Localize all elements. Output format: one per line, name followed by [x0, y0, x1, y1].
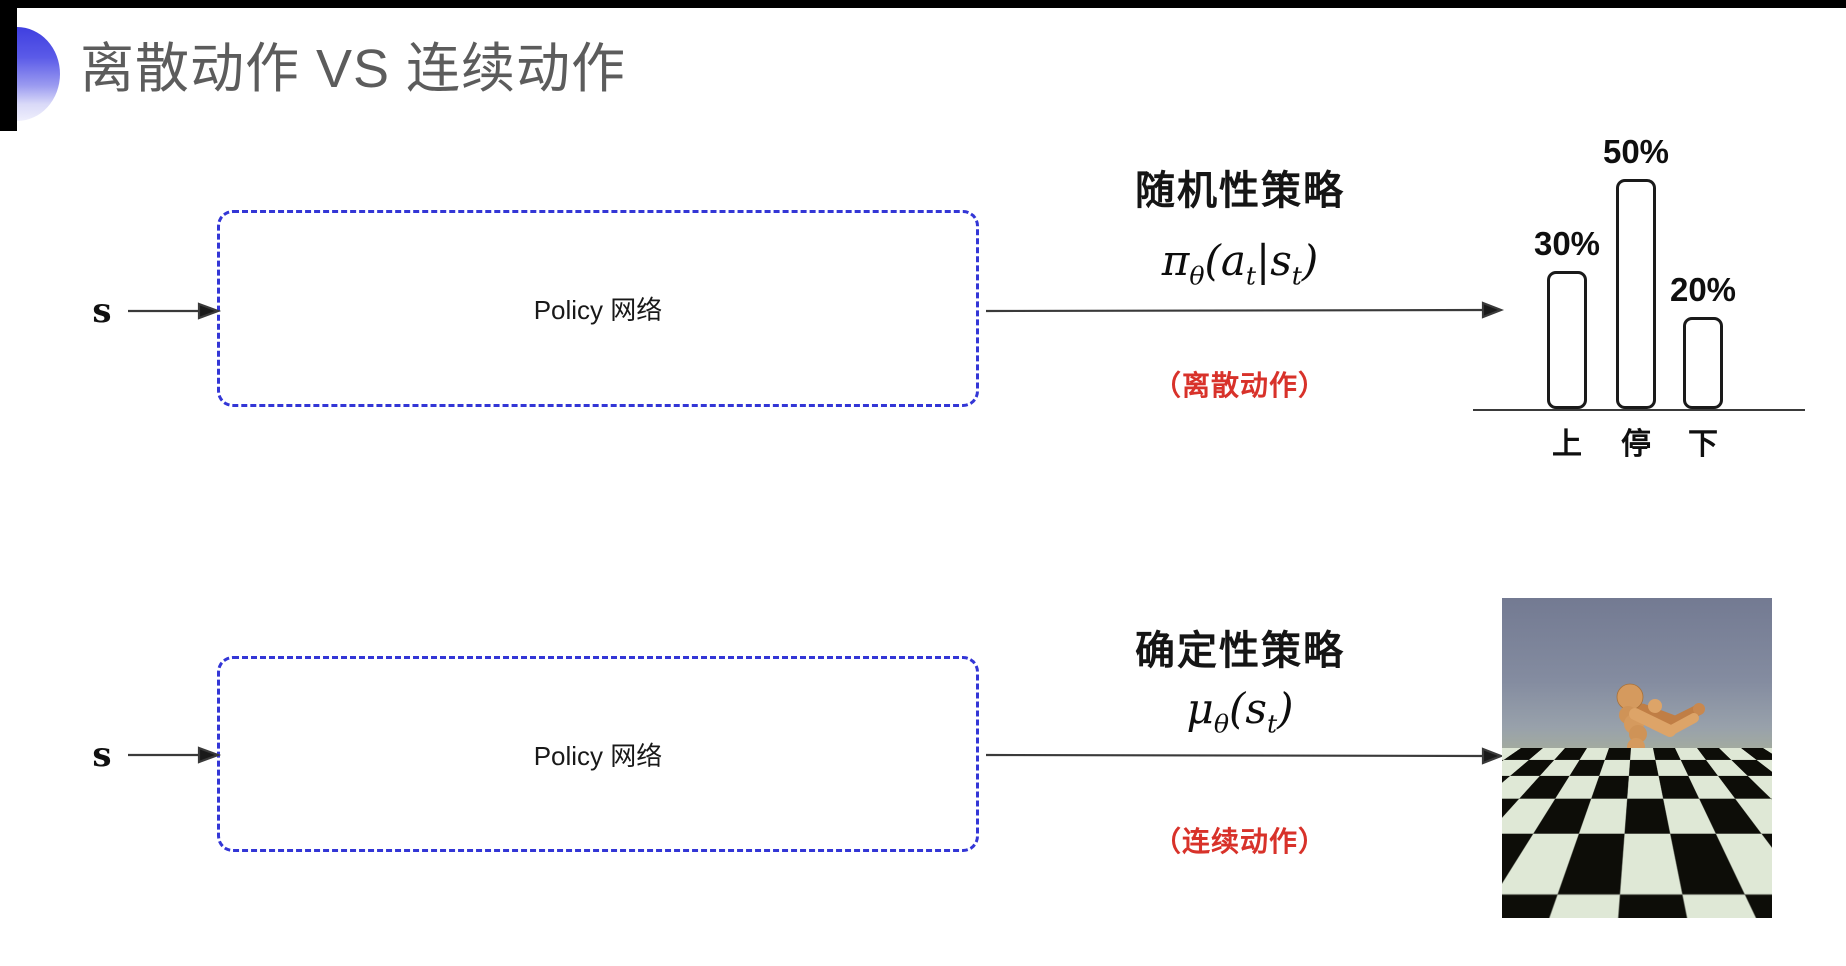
humanoid-robot-figure [1574, 683, 1705, 907]
policy-network-box-top: Policy 网络 [217, 210, 979, 407]
discrete-action-note: （离散动作） [1152, 370, 1327, 401]
continuous-action-note: （连续动作） [1152, 826, 1327, 857]
deterministic-policy-formula: μθ(st) [1186, 684, 1294, 739]
policy-network-label-top: Policy 网络 [533, 295, 663, 325]
deterministic-policy-title: 确定性策略 [1135, 629, 1345, 673]
bar-category-label: 停 [1621, 428, 1651, 461]
output-arrowhead-bottom [1481, 747, 1505, 765]
bar-value-label: 50% [1602, 133, 1670, 170]
input-arrowhead-top [197, 302, 222, 320]
video-frame-left-bar [0, 0, 17, 131]
chart-bar [1616, 179, 1656, 409]
bar-category-label: 下 [1688, 428, 1718, 461]
output-arrow-bottom [985, 753, 1486, 758]
video-frame-top-bar [0, 0, 1846, 8]
state-input-label-bottom: s [92, 735, 112, 775]
bar-category-label: 上 [1552, 428, 1582, 461]
input-arrowhead-bottom [197, 746, 222, 764]
page-title: 离散动作 VS 连续动作 [80, 39, 627, 99]
bar-value-label: 20% [1669, 271, 1737, 308]
bar-value-label: 30% [1533, 225, 1601, 262]
policy-network-label-bottom: Policy 网络 [533, 740, 663, 771]
chart-bar [1683, 317, 1723, 409]
policy-network-box-bottom: Policy 网络 [217, 656, 979, 852]
humanoid-simulation-image [1502, 598, 1772, 918]
output-arrow-top [985, 308, 1486, 313]
state-input-label-top: s [92, 291, 112, 331]
stochastic-policy-formula: πθ(at|st) [1161, 236, 1319, 291]
stochastic-policy-title: 随机性策略 [1135, 169, 1345, 213]
probability-chart: 30% 上 50% 停 20% 下 [1468, 96, 1813, 466]
chart-bar [1547, 271, 1587, 409]
chart-axis-line [1473, 409, 1805, 411]
